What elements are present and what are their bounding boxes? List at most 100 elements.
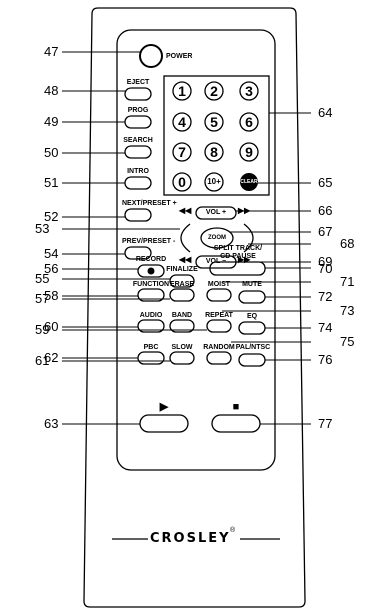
intro-label: INTRO [127, 168, 149, 175]
finalize-label: FINALIZE [166, 266, 198, 273]
prog-button-shape [124, 115, 152, 129]
numpad-key-3[interactable]: 3 [245, 83, 253, 99]
eject-label: EJECT [126, 79, 150, 86]
intro-button-shape [124, 176, 152, 190]
numpad-key-2[interactable]: 2 [210, 83, 218, 99]
stop-icon: ■ [232, 401, 240, 413]
vol-down-label[interactable]: VOL − [205, 258, 227, 265]
numpad-key-1[interactable]: 1 [178, 83, 186, 99]
erase-button-shape [169, 288, 195, 302]
repeat-label: REPEAT [205, 312, 233, 319]
search-label: SEARCH [123, 137, 153, 144]
function-button-shape [137, 288, 165, 302]
brand-logo-text: CROSLEY [150, 531, 231, 546]
prev-preset-button-shape [124, 246, 152, 260]
play-icon: ▶ [159, 401, 169, 413]
eject-button-shape [124, 87, 152, 101]
rewind-icon-lower: ◀◀ [179, 255, 192, 264]
numpad-key-4[interactable]: 4 [178, 114, 186, 130]
slow-button-shape [169, 351, 195, 365]
next-preset-button-shape [124, 208, 152, 222]
prev-preset-label: PREV/PRESET - [122, 238, 176, 245]
next-preset-label: NEXT/PRESET + [122, 200, 177, 207]
callout-66: 66 [318, 203, 333, 218]
callout-63: 63 [44, 416, 59, 431]
record-label: RECORD [135, 256, 167, 263]
callout-48: 48 [44, 83, 59, 98]
fast-forward-icon: ▶▶ [238, 206, 251, 215]
callout-47: 47 [44, 44, 59, 59]
numpad-key-7[interactable]: 7 [178, 144, 186, 160]
random-button-shape [206, 351, 232, 365]
erase-label: ERASE [169, 281, 195, 288]
finalize-button-shape [169, 274, 195, 288]
power-button-shape [139, 44, 163, 68]
vol-up-label[interactable]: VOL + [205, 209, 227, 216]
callout-50: 50 [44, 145, 59, 160]
callout-72: 72 [318, 289, 333, 304]
callout-64: 64 [318, 105, 333, 120]
moist-label: MOIST [207, 281, 231, 288]
callout-74: 74 [318, 320, 333, 335]
callout-55: 55 [35, 271, 50, 286]
pbc-label: PBC [143, 344, 159, 351]
callout-75: 75 [340, 334, 355, 349]
power-label: POWER [166, 53, 193, 60]
callout-51: 51 [44, 175, 59, 190]
callout-65: 65 [318, 175, 333, 190]
prog-label: PROG [127, 107, 149, 114]
numpad-key-0[interactable]: 0 [178, 174, 186, 190]
audio-label: AUDIO [139, 312, 163, 319]
callout-76: 76 [318, 352, 333, 367]
numpad-key-8[interactable]: 8 [210, 144, 218, 160]
pal-ntsc-button-shape [238, 353, 266, 367]
callout-67: 67 [318, 224, 333, 239]
callout-60: 60 [44, 319, 59, 334]
callout-69: 69 [318, 254, 333, 269]
eq-button-shape [238, 321, 266, 335]
callout-49: 49 [44, 114, 59, 129]
record-button-shape [137, 264, 165, 278]
numpad-key-6[interactable]: 6 [245, 114, 253, 130]
band-label: BAND [171, 312, 193, 319]
trademark-symbol: ® [230, 527, 236, 534]
fast-forward-icon-lower: ▶▶ [238, 255, 251, 264]
callout-70: 70 [318, 261, 333, 276]
search-button-shape [124, 145, 152, 159]
numpad-key-10plus[interactable]: 10+ [207, 177, 221, 186]
vol-up-button-shape [195, 206, 237, 220]
callout-53: 53 [35, 221, 50, 236]
callout-61: 61 [35, 353, 50, 368]
zoom-button-shape [200, 227, 234, 249]
slow-label: SLOW [171, 344, 193, 351]
numpad-key-5[interactable]: 5 [210, 114, 218, 130]
repeat-button-shape [206, 319, 232, 333]
left-arc-button [180, 223, 191, 253]
function-label: FUNCTION [132, 281, 170, 288]
eq-label: EQ [246, 313, 258, 320]
clear-label[interactable]: CLEAR [240, 179, 258, 185]
callout-54: 54 [44, 246, 59, 261]
split-track-label-line2: CD PAUSE [220, 253, 256, 260]
audio-button-shape [137, 319, 165, 333]
random-label: RANDOM [203, 344, 235, 351]
mute-button-shape [238, 290, 266, 304]
right-arc-button [243, 223, 254, 253]
pbc-button-shape [137, 351, 165, 365]
callout-77: 77 [318, 416, 333, 431]
callout-57: 57 [35, 291, 50, 306]
pal-ntsc-label: PAL/NTSC [235, 344, 271, 351]
mute-label: MUTE [242, 281, 262, 288]
band-button-shape [169, 319, 195, 333]
moist-button-shape [206, 288, 232, 302]
remote-body-outline [83, 7, 306, 608]
callout-58: 58 [44, 288, 59, 303]
record-dot [147, 267, 155, 275]
stop-button-shape [211, 414, 261, 433]
callout-59: 59 [35, 322, 50, 337]
clear-button-shape [240, 173, 258, 191]
numpad-key-9[interactable]: 9 [245, 144, 253, 160]
zoom-label[interactable]: ZOOM [208, 235, 226, 241]
callout-62: 62 [44, 350, 59, 365]
